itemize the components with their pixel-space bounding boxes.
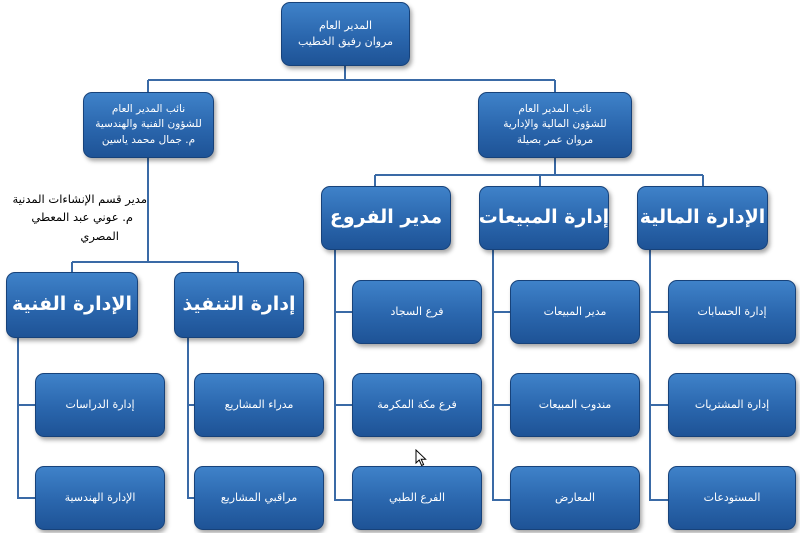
unit-warehouses-box[interactable]: المستودعات [668,466,796,530]
execution-department-label: إدارة التنفيذ [182,293,296,316]
unit-project-managers-box[interactable]: مدراء المشاريع [194,373,324,437]
deputy-tech-title: نائب المدير العام [111,103,186,116]
construction-head-name: م. عوني عبد المعطي [31,210,133,225]
construction-head-title: مدير قسم الإنشاءات المدنية [12,192,148,206]
unit-carpet-branch-label: فرع السجاد [390,305,444,319]
execution-department-box[interactable]: إدارة التنفيذ [174,272,304,338]
mouse-cursor-icon [415,449,427,467]
ceo-box[interactable]: المدير العام مروان رفيق الخطيب [281,2,410,66]
deputy-tech-box[interactable]: نائب المدير العام للشؤون الفنية والهندسي… [83,92,214,158]
deputy-finance-name: مروان عمر بصيلة [516,133,594,146]
unit-warehouses-label: المستودعات [703,491,761,505]
branches-department-label: مدير الفروع [329,206,443,229]
unit-sales-manager-box[interactable]: مدير المبيعات [510,280,640,344]
ceo-title: المدير العام [318,19,373,33]
unit-project-managers-label: مدراء المشاريع [224,398,294,412]
unit-engineering-label: الإدارة الهندسية [64,491,136,505]
unit-carpet-branch-box[interactable]: فرع السجاد [352,280,482,344]
unit-makkah-branch-box[interactable]: فرع مكة المكرمة [352,373,482,437]
technical-department-label: الإدارة الفنية [11,293,133,316]
unit-studies-label: إدارة الدراسات [65,398,135,412]
deputy-finance-box[interactable]: نائب المدير العام للشؤون المالية والإدار… [478,92,632,158]
finance-department-box[interactable]: الإدارة المالية [637,186,768,250]
branches-department-box[interactable]: مدير الفروع [321,186,451,250]
unit-showrooms-label: المعارض [554,491,596,505]
deputy-tech-name: م. جمال محمد ياسين [101,133,196,146]
unit-purchasing-box[interactable]: إدارة المشتريات [668,373,796,437]
deputy-finance-role: للشؤون المالية والإدارية [503,118,607,131]
deputy-finance-title: نائب المدير العام [518,103,592,116]
unit-sales-rep-label: مندوب المبيعات [538,398,612,412]
unit-accounts-label: إدارة الحسابات [697,305,767,319]
unit-project-supervisors-box[interactable]: مراقبي المشاريع [194,466,324,530]
unit-sales-rep-box[interactable]: مندوب المبيعات [510,373,640,437]
unit-project-supervisors-label: مراقبي المشاريع [220,491,298,505]
unit-showrooms-box[interactable]: المعارض [510,466,640,530]
sales-department-label: إدارة المبيعات [478,206,610,229]
ceo-name: مروان رفيق الخطيب [297,35,394,48]
finance-department-label: الإدارة المالية [639,206,766,229]
unit-sales-manager-label: مدير المبيعات [543,305,607,319]
unit-purchasing-label: إدارة المشتريات [694,398,770,412]
construction-head-surname: المصري [80,228,119,243]
technical-department-box[interactable]: الإدارة الفنية [6,272,138,338]
unit-medical-branch-label: الفرع الطبي [388,491,446,505]
sales-department-box[interactable]: إدارة المبيعات [479,186,609,250]
unit-accounts-box[interactable]: إدارة الحسابات [668,280,796,344]
unit-makkah-branch-label: فرع مكة المكرمة [377,398,457,412]
unit-studies-box[interactable]: إدارة الدراسات [35,373,165,437]
deputy-tech-role: للشؤون الفنية والهندسية [95,118,202,131]
construction-head: مدير قسم الإنشاءات المدنية م. عوني عبد ا… [13,190,148,245]
unit-medical-branch-box[interactable]: الفرع الطبي [352,466,482,530]
unit-engineering-box[interactable]: الإدارة الهندسية [35,466,165,530]
